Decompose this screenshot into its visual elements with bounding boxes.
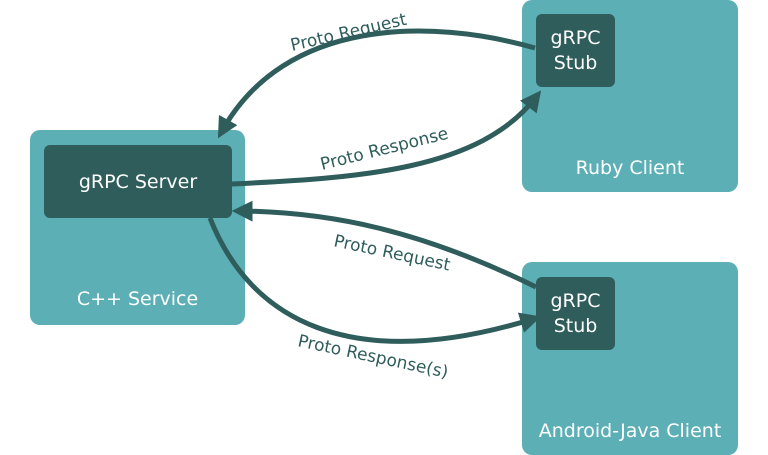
- ruby-stub-line2: Stub: [553, 51, 598, 74]
- android-stub-line2: Stub: [553, 314, 598, 337]
- android-grpc-stub-box: gRPC Stub: [536, 277, 615, 350]
- android-stub-line1: gRPC: [550, 289, 601, 312]
- android-client-label: Android-Java Client: [538, 420, 722, 442]
- ruby-client-label: Ruby Client: [575, 157, 685, 179]
- grpc-server-box: gRPC Server: [44, 145, 232, 218]
- edge-ruby-request: [217, 28, 536, 139]
- edge-android-response: [207, 217, 542, 344]
- grpc-server-label: gRPC Server: [78, 170, 198, 193]
- cpp-service-label: C++ Service: [76, 288, 199, 310]
- edge-label-ruby-response: Proto Response: [318, 124, 450, 175]
- ruby-stub-line1: gRPC: [550, 26, 601, 49]
- edge-android-request: [231, 200, 538, 290]
- ruby-grpc-stub-box: gRPC Stub: [536, 14, 615, 87]
- edge-ruby-response: [231, 90, 542, 187]
- edge-label-android-request: Proto Request: [332, 231, 452, 275]
- edge-label-ruby-request: Proto Request: [289, 10, 409, 56]
